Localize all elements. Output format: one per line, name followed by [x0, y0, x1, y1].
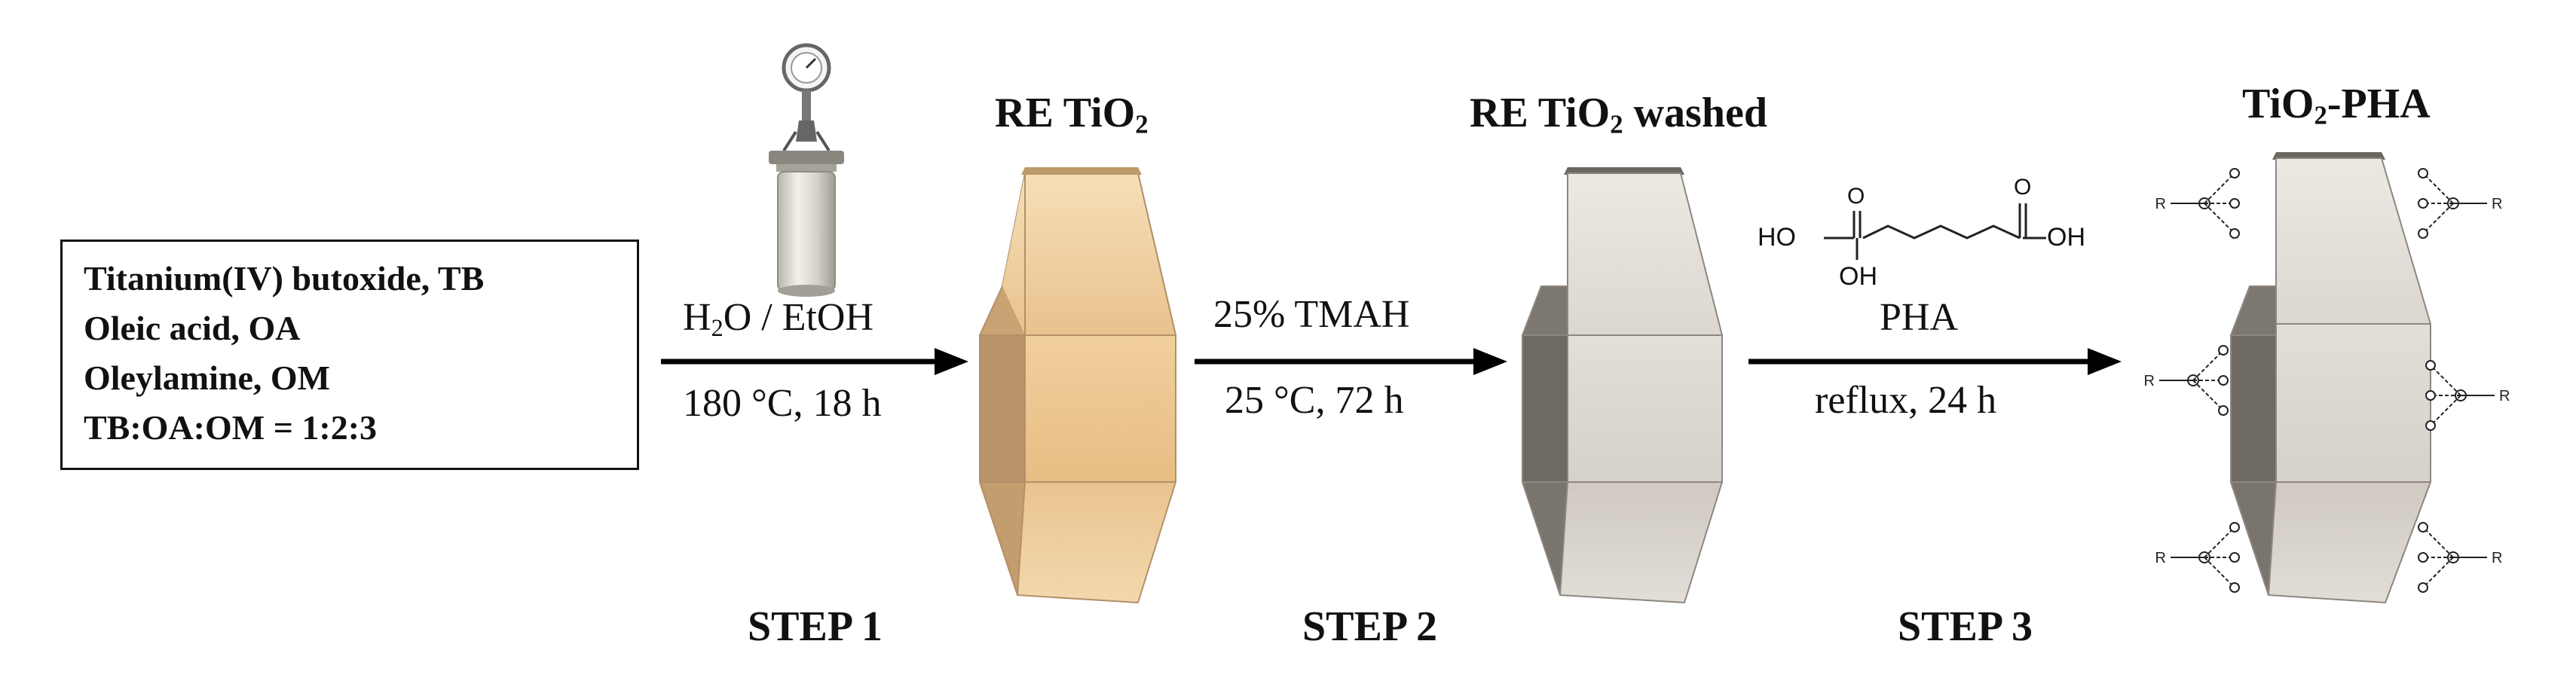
reagent-line: TB:OA:OM = 1:2:3: [84, 408, 378, 447]
pha-phosphoryl-o-label: O: [1847, 184, 1865, 209]
autoclave-reactor-icon: [769, 43, 844, 297]
p-o-bond: [2422, 203, 2454, 234]
oxygen-atom: [2425, 390, 2436, 401]
oxygen-atom: [2229, 168, 2240, 179]
crystal-re-tio2-washed: [1522, 167, 1723, 603]
oxygen-atom: [2418, 552, 2428, 563]
reagent-line: Oleic acid, OA: [84, 309, 301, 347]
oxygen-atom: [2418, 522, 2428, 533]
product1-title-main: RE TiO: [995, 90, 1136, 136]
oxygen-atom: [2218, 345, 2229, 356]
step1-water-sub: 2: [711, 314, 724, 342]
p-o-bond: [2192, 350, 2224, 381]
p-o-bond: [2430, 395, 2461, 426]
ligand-cluster: R: [2144, 345, 2229, 416]
oxygen-atom: [2229, 198, 2240, 209]
p-o-bond: [2422, 557, 2454, 588]
r-group-label: R: [2155, 550, 2166, 566]
pha-acid-oh-label: OH: [2047, 223, 2085, 252]
product1-title: RE TiO2: [995, 89, 1149, 139]
arrow-step1: [661, 348, 968, 375]
ligand-cluster: R: [2155, 522, 2240, 593]
r-group-label: R: [2499, 388, 2510, 404]
p-o-bond: [2204, 172, 2235, 204]
step2-label: STEP 2: [1302, 603, 1437, 650]
crystal-re-tio2: [979, 167, 1176, 603]
product2-title: RE TiO2 washed: [1470, 89, 1767, 139]
ligand-cluster: R: [2155, 168, 2240, 239]
step3-condition-bottom: reflux, 24 h: [1815, 379, 1997, 422]
oxygen-atom: [2418, 168, 2428, 179]
oxygen-atom: [2229, 228, 2240, 239]
oxygen-atom: [2218, 375, 2229, 386]
ligand-cluster: R: [2425, 360, 2510, 431]
p-o-bond: [2422, 172, 2454, 204]
pha-carbonyl-o-label: O: [2014, 175, 2032, 200]
p-o-bond: [2204, 527, 2235, 558]
oxygen-atom: [2229, 522, 2240, 533]
r-group-label: R: [2492, 196, 2502, 212]
ligand-cluster: R: [2418, 522, 2502, 593]
p-o-bond: [2204, 203, 2235, 234]
pha-ho-label: HO: [1758, 223, 1796, 252]
reaction-arrows: [661, 348, 2122, 375]
reagent-line: Oleylamine, OM: [84, 359, 331, 397]
oxygen-atom: [2229, 552, 2240, 563]
pha-structure-icon: [1824, 203, 2046, 260]
product3-title: TiO2-PHA: [2242, 80, 2431, 130]
p-o-bond: [2204, 557, 2235, 588]
ligand-cluster: R: [2418, 168, 2502, 239]
step1-water-h: H: [683, 296, 711, 339]
phosphonate-ligands: R R R R R R: [2144, 168, 2510, 593]
arrow-step3: [1748, 348, 2122, 375]
reagents-box: Titanium(IV) butoxide, TB Oleic acid, OA…: [60, 240, 639, 470]
r-group-label: R: [2144, 373, 2155, 389]
oxygen-atom: [2418, 582, 2428, 593]
oxygen-atom: [2218, 405, 2229, 416]
step1-condition-top: H2O / EtOH: [683, 295, 873, 340]
p-o-bond: [2192, 380, 2224, 411]
step2-condition-bottom: 25 °C, 72 h: [1225, 379, 1404, 422]
product3-title-sub: 2: [2314, 100, 2327, 130]
product2-title-tail: washed: [1623, 90, 1767, 136]
oxygen-atom: [2425, 420, 2436, 431]
oxygen-atom: [2418, 228, 2428, 239]
step3-reagent-name: PHA: [1880, 296, 1959, 339]
arrow-step2: [1195, 348, 1507, 375]
product2-title-main: RE TiO: [1470, 90, 1611, 136]
oxygen-atom: [2229, 582, 2240, 593]
step3-label: STEP 3: [1898, 603, 2033, 650]
product2-title-sub: 2: [1610, 109, 1623, 139]
p-o-bond: [2422, 527, 2454, 558]
product1-title-sub: 2: [1135, 109, 1149, 139]
step1-solvent-text: O / EtOH: [723, 296, 874, 339]
oxygen-atom: [2418, 198, 2428, 209]
product3-title-main: TiO: [2242, 81, 2314, 127]
step2-condition-top: 25% TMAH: [1213, 293, 1410, 336]
reagent-line: Titanium(IV) butoxide, TB: [84, 259, 485, 298]
pha-p-oh-label: OH: [1839, 262, 1877, 291]
r-group-label: R: [2492, 550, 2502, 566]
oxygen-atom: [2425, 360, 2436, 371]
step1-condition-bottom: 180 °C, 18 h: [683, 382, 882, 425]
step1-label: STEP 1: [748, 603, 883, 650]
p-o-bond: [2430, 365, 2461, 396]
product3-title-tail: -PHA: [2327, 81, 2431, 127]
r-group-label: R: [2155, 196, 2166, 212]
crystal-tio2-pha: [2230, 152, 2431, 603]
